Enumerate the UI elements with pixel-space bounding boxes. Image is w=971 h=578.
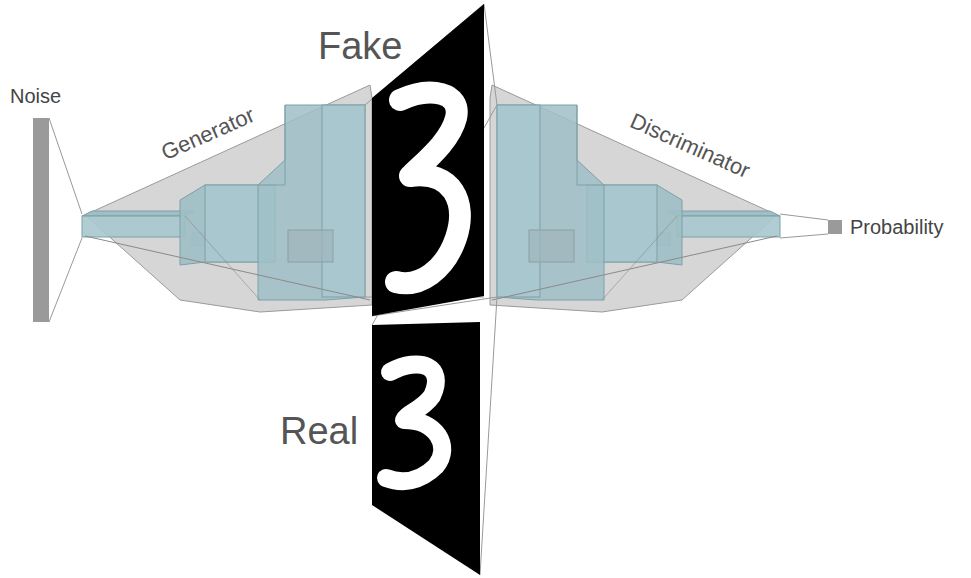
real-label: Real (280, 412, 358, 450)
probability-square (828, 220, 842, 234)
noise-label: Noise (10, 86, 61, 106)
fake-label: Fake (318, 27, 402, 65)
noise-bar (33, 118, 49, 322)
real-image (372, 322, 480, 575)
discriminator-network (490, 85, 780, 312)
generator-network (82, 85, 372, 312)
probability-label: Probability (850, 217, 943, 237)
